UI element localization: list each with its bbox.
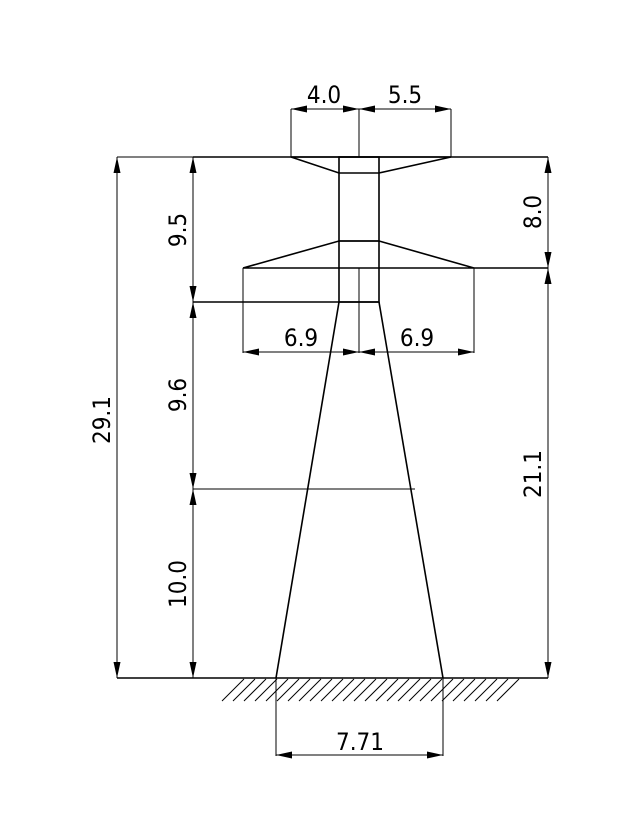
- hatch-stroke: [375, 678, 399, 702]
- dimension-arrowhead: [189, 489, 197, 505]
- dim-arm-spacing: 8.0: [519, 195, 547, 229]
- dimension-arrowhead: [276, 751, 292, 759]
- dim-upper-section: 9.5: [164, 213, 192, 247]
- hatch-stroke: [298, 678, 322, 702]
- hatch-stroke: [243, 678, 267, 702]
- dimension-arrowhead: [544, 252, 552, 268]
- dim-top-left-arm: 4.0: [307, 81, 341, 109]
- dimension-arrowhead: [458, 348, 474, 356]
- dim-lower-left-arm: 6.9: [284, 324, 318, 352]
- hatch-stroke: [320, 678, 344, 702]
- dim-top-right-arm: 5.5: [388, 81, 422, 109]
- dimension-arrowhead: [359, 105, 375, 113]
- hatch-stroke: [430, 678, 454, 702]
- hatch-stroke: [353, 678, 377, 702]
- dim-lower-section: 10.0: [164, 560, 192, 608]
- hatch-stroke: [265, 678, 289, 702]
- dim-base-width: 7.71: [336, 728, 384, 756]
- hatch-stroke: [419, 678, 443, 702]
- hatch-stroke: [364, 678, 388, 702]
- dimension-arrowhead: [189, 662, 197, 678]
- right-leg: [378, 301, 444, 679]
- dim-total-height: 29.1: [88, 396, 116, 444]
- dim-middle-section: 9.6: [164, 378, 192, 412]
- dimension-arrowhead: [113, 157, 121, 173]
- dimension-arrowhead: [291, 105, 307, 113]
- dimension-arrowhead: [544, 662, 552, 678]
- hatch-stroke: [232, 678, 256, 702]
- dimension-arrowhead: [544, 157, 552, 173]
- hatch-stroke: [485, 678, 509, 702]
- dimension-arrowhead: [427, 751, 443, 759]
- hatch-stroke: [408, 678, 432, 702]
- hatch-stroke: [386, 678, 410, 702]
- dimension-arrowhead: [189, 302, 197, 318]
- dimension-arrowhead: [359, 348, 375, 356]
- hatch-stroke: [342, 678, 366, 702]
- dim-lower-right-arm: 6.9: [400, 324, 434, 352]
- dimension-arrowhead: [435, 105, 451, 113]
- ground-hatch: [221, 678, 520, 702]
- dim-lower-arm-height: 21.1: [519, 450, 547, 498]
- tower-structure: [117, 156, 548, 702]
- hatch-stroke: [254, 678, 278, 702]
- hatch-stroke: [221, 678, 245, 702]
- hatch-stroke: [309, 678, 333, 702]
- dimension-arrowhead: [189, 473, 197, 489]
- dimension-arrowhead: [189, 157, 197, 173]
- top-crossarm: [290, 156, 452, 174]
- dimension-arrowhead: [243, 348, 259, 356]
- hatch-stroke: [397, 678, 421, 702]
- dimension-arrowhead: [343, 105, 359, 113]
- hatch-stroke: [463, 678, 487, 702]
- hatch-stroke: [474, 678, 498, 702]
- dimension-arrowhead: [343, 348, 359, 356]
- hatch-stroke: [331, 678, 355, 702]
- left-leg: [275, 301, 340, 679]
- dimension-arrowhead: [189, 286, 197, 302]
- dimension-lines: 4.0 5.5 6.9 6.9 7.71 29.1 9.5 9.6 10.0 8…: [88, 81, 552, 759]
- hatch-stroke: [287, 678, 311, 702]
- hatch-stroke: [276, 678, 300, 702]
- dimension-arrowhead: [113, 662, 121, 678]
- hatch-stroke: [441, 678, 465, 702]
- hatch-stroke: [496, 678, 520, 702]
- hatch-stroke: [452, 678, 476, 702]
- lower-crossarm: [242, 240, 475, 269]
- dimension-arrowhead: [544, 268, 552, 284]
